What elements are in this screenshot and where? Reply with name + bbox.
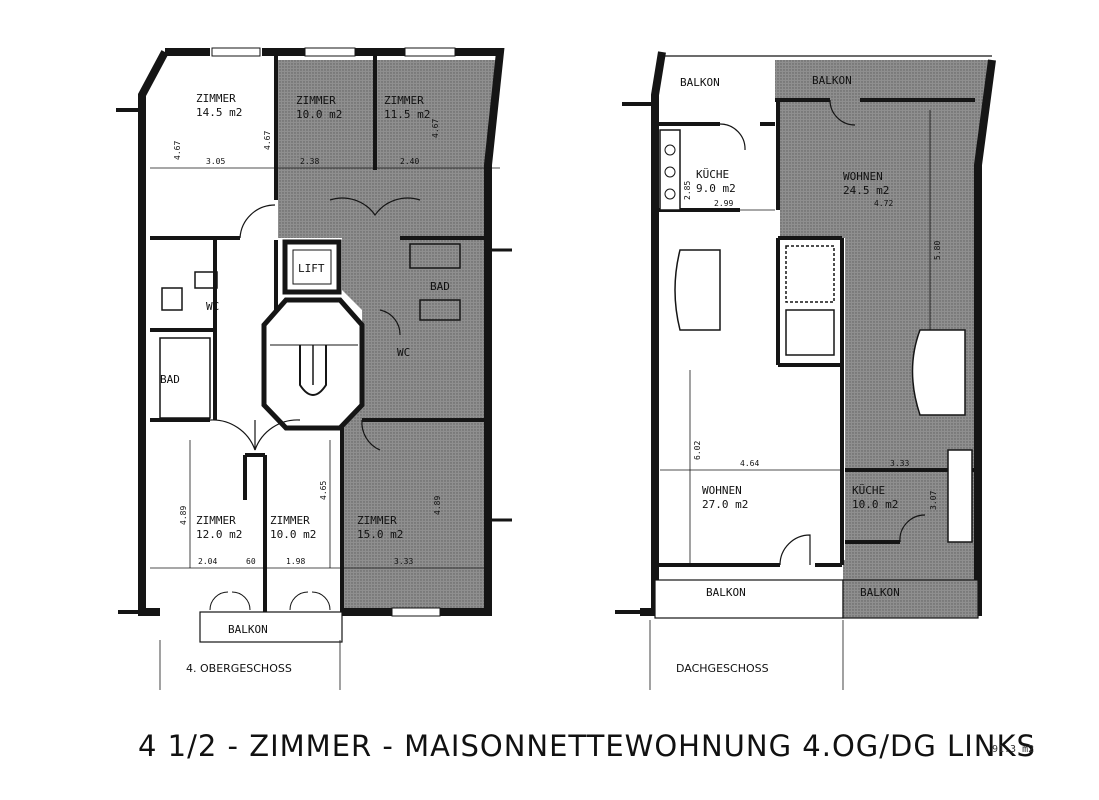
balcony-bottom-right (842, 579, 979, 619)
room-name: ZIMMER (196, 92, 236, 105)
kitchen-counter-upper (659, 129, 681, 211)
dimension-label: 4.67 (263, 131, 272, 150)
dimension-label: 3.05 (206, 157, 225, 166)
dimension-label: 2.85 (683, 181, 692, 200)
balcony-left (199, 611, 343, 643)
window (391, 607, 441, 617)
dimension-label: 4.89 (433, 496, 442, 515)
room-name: ZIMMER (384, 94, 424, 107)
door-swings (209, 197, 421, 451)
dimension-label: 4.89 (179, 506, 188, 525)
room-name: ZIMMER (357, 514, 397, 527)
room-area: 15.0 m2 (357, 528, 403, 541)
room-name: BALKON (860, 586, 900, 599)
dimension-label: 2.04 (198, 557, 217, 566)
stair-right (911, 329, 966, 416)
room-area: 11.5 m2 (384, 108, 430, 121)
room-name: BAD (430, 280, 450, 293)
window (304, 47, 356, 57)
room-name: BALKON (680, 76, 720, 89)
stair-turn (299, 345, 327, 396)
shaded-zone-living (775, 60, 990, 612)
window (404, 47, 456, 57)
dimension-label: 1.98 (286, 557, 305, 566)
dimension-label: 2.40 (400, 157, 419, 166)
dimension-lines (649, 110, 931, 690)
room-name: BALKON (228, 623, 268, 636)
core-white (780, 238, 842, 363)
plan-dachgeschoss: BALKON BALKON KÜCHE 9.0 m2 WOHNEN 24.5 m… (615, 51, 996, 690)
room-name: WC (206, 300, 219, 313)
room-area: 9.0 m2 (696, 182, 736, 195)
room-name: ZIMMER (296, 94, 336, 107)
floor-label: DACHGESCHOSS (676, 662, 769, 675)
dimension-label: 6.02 (693, 441, 702, 460)
dimension-label: 2.99 (714, 199, 733, 208)
room-name: WOHNEN (843, 170, 883, 183)
sheet-title: 4 1/2 - ZIMMER - MAISONNETTEWOHNUNG 4.OG… (138, 729, 1036, 763)
void-box (785, 309, 835, 356)
dimension-label: 4.64 (740, 459, 759, 468)
room-area: 24.5 m2 (843, 184, 889, 197)
room-name: BALKON (706, 586, 746, 599)
room-name: BAD (160, 373, 180, 386)
bathtub-right (409, 243, 461, 269)
room-area: 12.0 m2 (196, 528, 242, 541)
floor-label: 4. OBERGESCHOSS (186, 662, 292, 675)
dimension-label: 3.07 (929, 491, 938, 510)
room-area: 27.0 m2 (702, 498, 748, 511)
bathtub (159, 337, 211, 419)
toilet (194, 271, 218, 289)
dimension-label: 4.67 (431, 119, 440, 138)
skylight (785, 245, 835, 303)
room-name: ZIMMER (270, 514, 310, 527)
room-name: KÜCHE (852, 484, 885, 497)
room-area: 10.0 m2 (270, 528, 316, 541)
dimension-label: 2.38 (300, 157, 319, 166)
balcony-doors (209, 591, 331, 611)
kitchen-counter-lower (947, 449, 973, 543)
room-name: KÜCHE (696, 168, 729, 181)
dimension-label: 4.67 (173, 141, 182, 160)
total-area: 91.3 m2 (992, 744, 1034, 755)
room-name: ZIMMER (196, 514, 236, 527)
dimension-label: 5.80 (933, 241, 942, 260)
dimension-lines (150, 167, 500, 690)
dimension-label: 3.33 (890, 459, 909, 468)
sink-right (419, 299, 461, 321)
room-area: 10.0 m2 (296, 108, 342, 121)
room-name: BALKON (812, 74, 852, 87)
window (211, 47, 261, 57)
room-name: LIFT (298, 262, 325, 275)
dimension-label: 3.33 (394, 557, 413, 566)
dimension-label: 60 (246, 557, 256, 566)
lift-car (292, 249, 332, 285)
room-name: WC (397, 346, 410, 359)
plan-4-obergeschoss: ZIMMER 14.5 m2 ZIMMER 10.0 m2 ZIMMER 11.… (116, 47, 512, 690)
dimension-label: 4.72 (874, 199, 893, 208)
balcony-bottom-left (654, 579, 844, 619)
shaded-zone-upper (278, 60, 500, 610)
room-area: 14.5 m2 (196, 106, 242, 119)
door-swings (719, 99, 926, 566)
sink (161, 287, 183, 311)
dimension-label: 4.65 (319, 481, 328, 500)
stair-left (674, 249, 721, 331)
room-name: WOHNEN (702, 484, 742, 497)
room-area: 10.0 m2 (852, 498, 898, 511)
